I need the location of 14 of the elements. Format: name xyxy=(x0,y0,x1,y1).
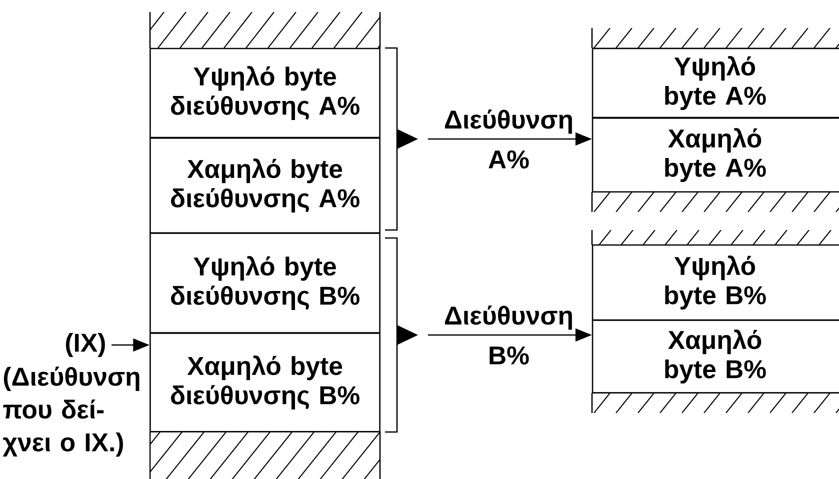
bracket xyxy=(385,47,418,231)
memory-cell: Χαμηλό byte A% xyxy=(592,117,839,193)
note: (Διεύθυνση που δεί- χνει ο IX.) xyxy=(2,366,140,457)
memory-cell: Υψηλό byte B% xyxy=(592,244,839,321)
memory-cell: Υψηλό byte A% xyxy=(592,48,839,118)
edge-label: Διεύθυνση B% xyxy=(445,305,572,364)
bracket xyxy=(385,237,418,433)
memory-cell: Υψηλό byte διεύθυνσης A% xyxy=(150,48,380,138)
edge-label: Διεύθυνση A% xyxy=(445,110,572,168)
memory-cell: Χαμηλό byte B% xyxy=(592,320,839,394)
memory-cell: Χαμηλό byte διεύθυνσης A% xyxy=(150,137,380,234)
memory-cell: Χαμηλό byte διεύθυνσης B% xyxy=(150,332,380,432)
pointer-label: (IX) xyxy=(66,332,105,357)
memory-cell: Υψηλό byte διεύθυνσης B% xyxy=(150,232,380,334)
